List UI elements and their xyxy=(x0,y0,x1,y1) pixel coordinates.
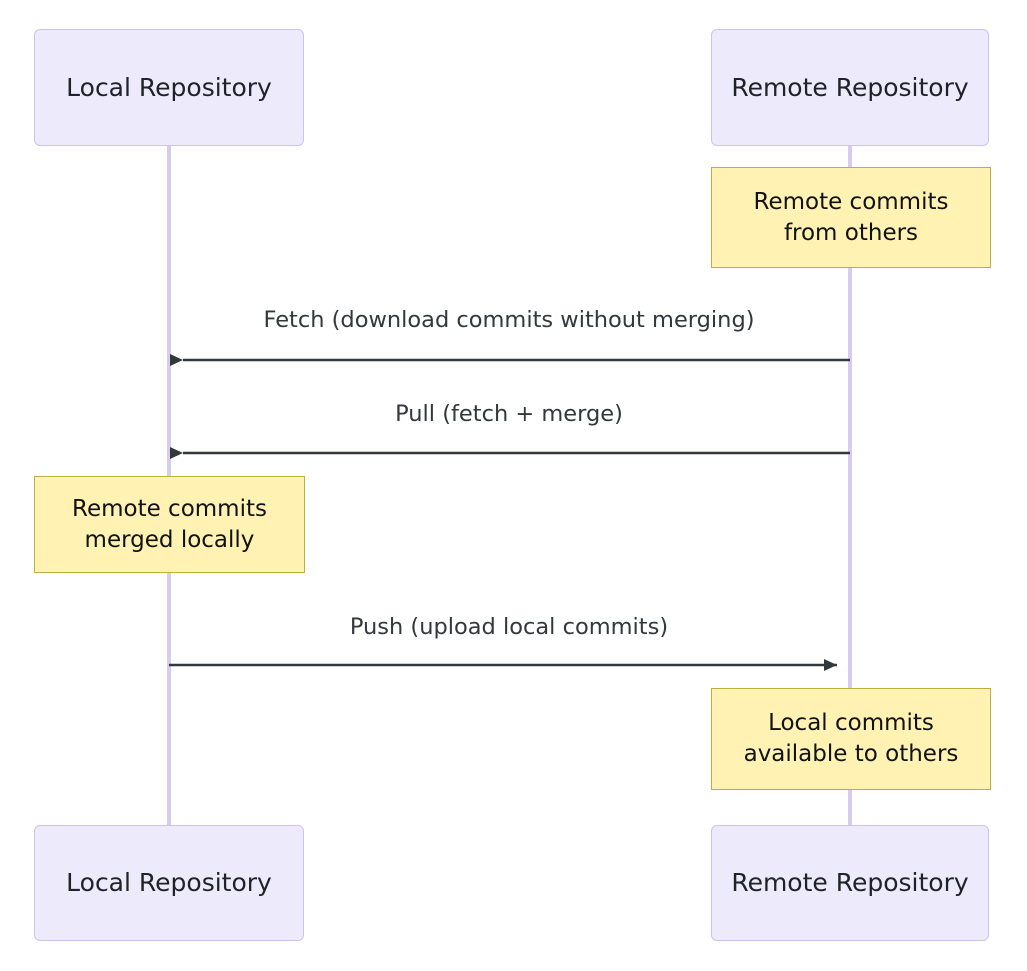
participant-box-remote-top[interactable]: Remote Repository xyxy=(711,29,989,146)
participant-box-remote-bottom[interactable]: Remote Repository xyxy=(711,825,989,941)
participant-box-local-bottom[interactable]: Local Repository xyxy=(34,825,304,941)
participant-label-local-bottom: Local Repository xyxy=(66,868,272,897)
note-local-commits-available-to-others[interactable]: Local commits available to others xyxy=(711,688,991,790)
note-label-remote-commits-merged-locally: Remote commits merged locally xyxy=(72,495,267,553)
note-label-local-commits-available-to-others: Local commits available to others xyxy=(743,710,959,767)
message-arrow-group xyxy=(169,354,850,671)
note-remote-commits-from-others[interactable]: Remote commits from others xyxy=(711,167,991,268)
message-label-pull: Pull (fetch + merge) xyxy=(395,401,623,427)
participant-label-local-top: Local Repository xyxy=(66,72,272,102)
participant-label-remote-top: Remote Repository xyxy=(731,72,969,102)
participant-label-remote-bottom: Remote Repository xyxy=(731,868,969,897)
message-label-fetch: Fetch (download commits without merging) xyxy=(263,307,755,333)
note-remote-commits-merged-locally[interactable]: Remote commits merged locally xyxy=(34,476,305,573)
note-label-remote-commits-from-others: Remote commits from others xyxy=(753,188,949,246)
message-label-push: Push (upload local commits) xyxy=(349,614,669,640)
participant-box-local-top[interactable]: Local Repository xyxy=(34,29,304,146)
